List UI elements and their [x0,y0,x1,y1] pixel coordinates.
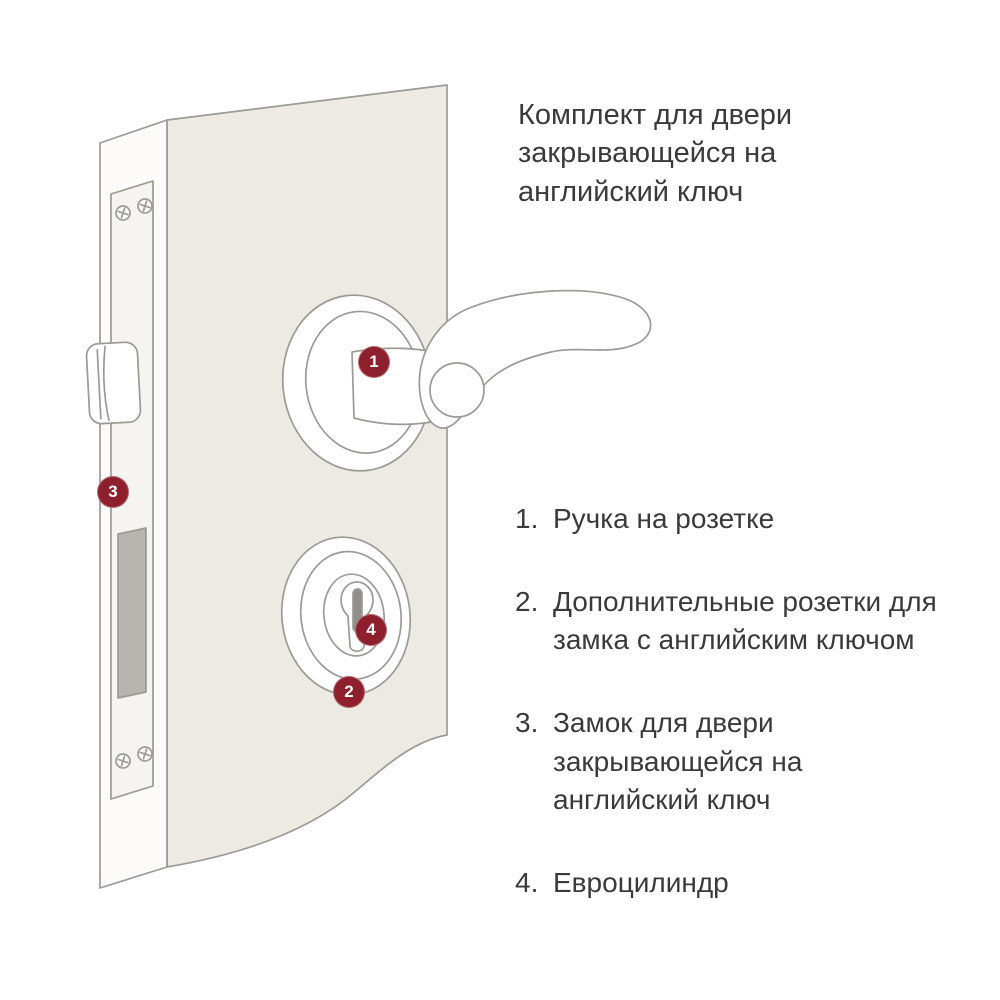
door-face [166,84,448,868]
legend-item-number: 1. [515,503,539,534]
legend-item-number: 4. [515,866,539,898]
legend-item-number: 2. [515,585,539,617]
latch-bolt [85,341,142,425]
legend-item-4: 4. Евроцилиндр [515,864,985,903]
marker-4: 4 [355,614,387,646]
legend-item-text: Евроцилиндр [553,866,729,898]
faceplate-screw-icons [115,198,153,769]
legend-item-text: Замок для двери закрывающейся на английс… [553,706,803,816]
marker-1: 1 [358,346,390,378]
legend-item-text: Ручка на розетке [553,503,775,534]
marker-2: 2 [333,676,365,708]
legend-item-1: 1. Ручка на розетке [515,500,985,539]
legend-item-2: 2. Дополнительные розетки для замка с ан… [515,583,985,660]
handle-pivot-boss [429,362,485,418]
marker-3: 3 [97,476,129,508]
legend-item-text: Дополнительные розетки для замка с англи… [553,585,937,656]
diagram-title: Комплект для двери закрывающейся на англ… [518,99,793,208]
legend-item-3: 3. Замок для двери закрывающейся на англ… [515,704,985,820]
deadbolt-slot [117,527,147,699]
legend: 1. Ручка на розетке 2. Дополнительные ро… [515,500,985,946]
legend-item-number: 3. [515,706,539,738]
